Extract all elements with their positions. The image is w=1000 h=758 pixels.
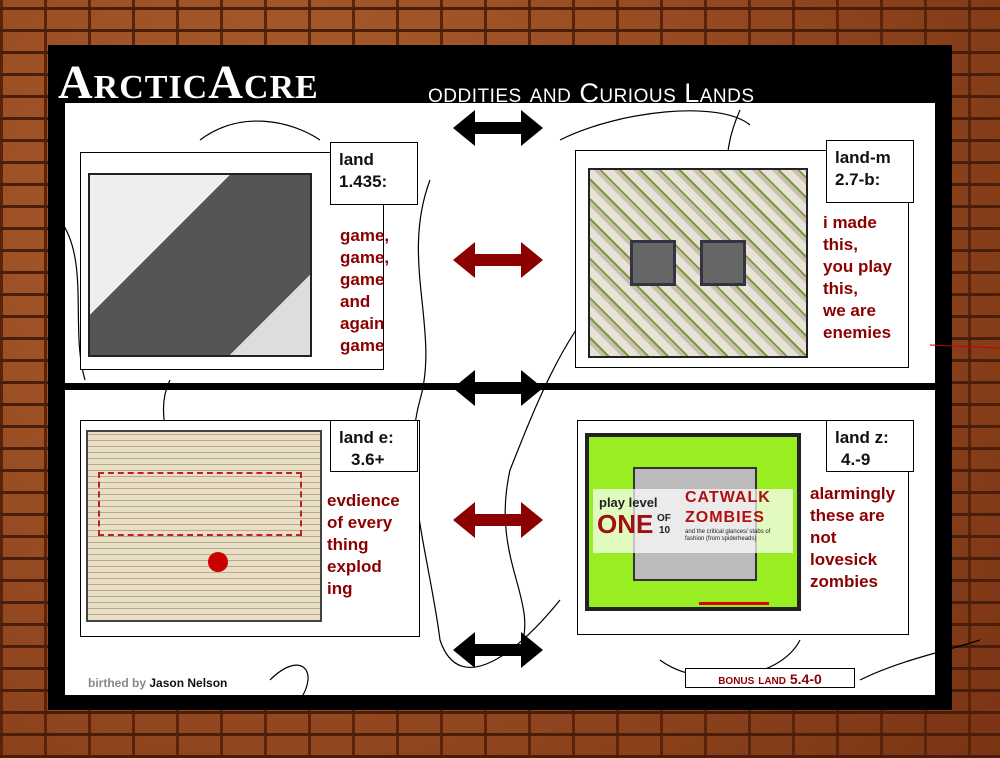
thumb-title-1: CATWALK [685, 489, 771, 506]
double-arrow-icon [453, 110, 543, 146]
land-4-thumbnail[interactable]: play level ONE OF 10 CATWALK ZOMBIES and… [585, 433, 801, 611]
land-1-thumbnail[interactable] [88, 173, 312, 357]
double-arrow-icon [453, 502, 543, 538]
credit: birthed by Jason Nelson [88, 676, 227, 690]
thumb-play-level: play level [599, 495, 658, 510]
author-name: Jason Nelson [149, 676, 228, 690]
land-3-thumbnail[interactable] [86, 430, 322, 622]
land-3-label: land e:3.6+ [330, 420, 418, 472]
thumb-ten: 10 [659, 525, 671, 536]
site-subtitle: oddities and Curious Lands [428, 78, 755, 108]
thumb-title-2: ZOMBIES [685, 509, 765, 526]
land-4-label: land z:4.-9 [826, 420, 914, 472]
thumb-one: ONE [597, 509, 654, 539]
bonus-land-link[interactable]: bonus land 5.4-0 [685, 668, 855, 688]
land-2-thumbnail[interactable] [588, 168, 808, 358]
double-arrow-icon [453, 370, 543, 406]
double-arrow-icon [453, 242, 543, 278]
double-arrow-icon [453, 632, 543, 668]
credit-prefix: birthed by [88, 676, 147, 690]
site-title: ArcticAcre [58, 56, 319, 109]
thumb-of: OF [657, 513, 671, 524]
thumb-tagline: and the critical glances/ stabs of fashi… [685, 529, 771, 542]
